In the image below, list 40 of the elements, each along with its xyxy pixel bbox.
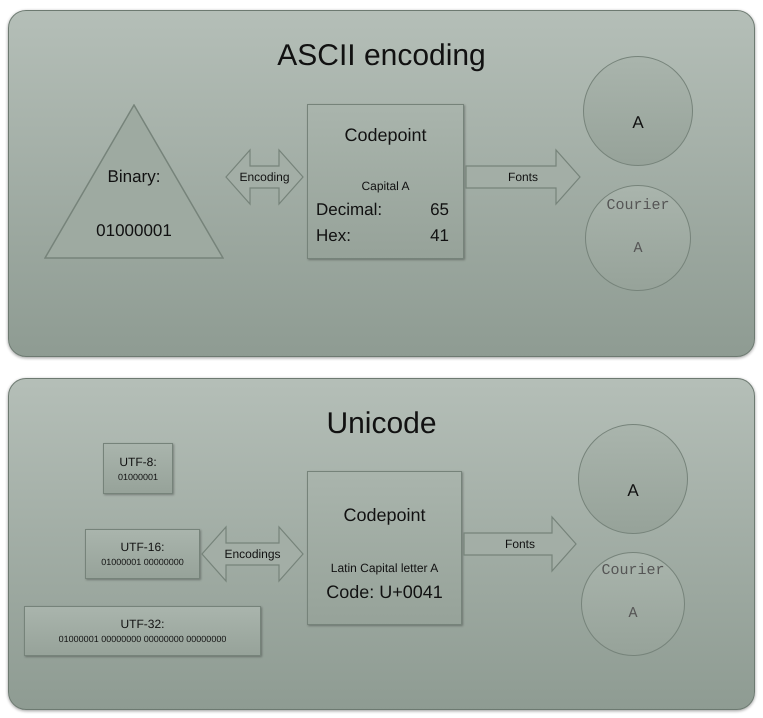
block-arrow: [225, 148, 304, 206]
field-label: Decimal:: [316, 199, 384, 221]
edge-label: Fonts: [504, 536, 535, 553]
binary-text: 01000001 00000000 00000000 00000000: [58, 633, 226, 646]
value-text: 65: [429, 199, 450, 221]
panel-background: [8, 10, 755, 357]
edge-label: Fonts: [508, 169, 538, 186]
box-heading: Codepoint: [344, 124, 427, 147]
letter-sample: A: [633, 238, 642, 258]
font-name: Courier: [606, 196, 670, 216]
box-subtitle: Capital A: [361, 178, 410, 195]
panel-title: ASCII encoding: [277, 38, 486, 74]
box-heading: UTF-16:: [120, 539, 164, 556]
block-arrow: [201, 525, 304, 583]
edge-label: Encodings: [224, 546, 281, 563]
box-heading: UTF-32:: [120, 616, 164, 634]
codepoint-box: [307, 104, 464, 259]
edge-label: Encoding: [239, 169, 290, 186]
triangle-text: 01000001: [96, 220, 172, 242]
font-name: Courier: [601, 561, 664, 581]
binary-text: 01000001 00000000: [101, 556, 184, 570]
box-heading: Codepoint: [343, 504, 426, 527]
encoding-box: [103, 443, 173, 494]
panel-background: [8, 378, 755, 710]
encoding-box: [24, 606, 261, 656]
letter-sample: A: [628, 604, 638, 624]
binary-text: 01000001: [118, 470, 158, 484]
box-subtitle: Latin Capital letter A: [330, 560, 438, 577]
field-label: Hex:: [316, 225, 352, 247]
panel-title: Unicode: [326, 406, 437, 442]
box-heading: UTF-8:: [119, 454, 157, 471]
block-arrow: [463, 515, 577, 573]
codepoint-box: [307, 471, 462, 625]
code-text: Code: U+0041: [326, 581, 443, 604]
value-text: 41: [429, 225, 450, 247]
triangle-text: Binary:: [108, 166, 160, 188]
block-arrow: [465, 148, 581, 206]
letter-sample: A: [632, 112, 644, 134]
encoding-box: [85, 529, 200, 579]
letter-sample: A: [627, 480, 639, 502]
